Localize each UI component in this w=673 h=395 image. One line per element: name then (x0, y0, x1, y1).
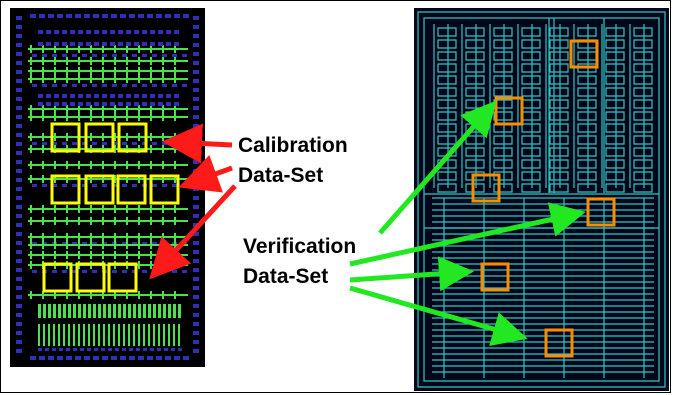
verification-box (494, 96, 524, 126)
calibration-box (107, 262, 138, 293)
calibration-arrow (162, 123, 233, 164)
verification-arrow (378, 100, 497, 235)
verification-arrow (349, 256, 474, 292)
calibration-label-line2: Data-Set (238, 164, 324, 187)
calibration-arrow (178, 154, 233, 193)
verification-arrow (349, 285, 528, 346)
verification-label-line1: Verification (243, 235, 357, 258)
calibration-box (116, 174, 147, 205)
verification-box (569, 39, 599, 69)
calibration-box (117, 122, 148, 153)
verification-arrow (349, 202, 586, 267)
verification-box (471, 173, 501, 203)
calibration-box (84, 174, 115, 205)
calibration-box (50, 174, 81, 205)
verification-box (480, 262, 510, 292)
calibration-box (50, 122, 81, 153)
verification-label-line2: Data-Set (243, 265, 329, 288)
calibration-box (42, 262, 73, 293)
calibration-box (84, 122, 115, 153)
verification-box (586, 197, 616, 227)
verification-layout-image (414, 8, 669, 391)
verification-box (544, 328, 574, 358)
calibration-box (149, 174, 180, 205)
calibration-label-line1: Calibration (238, 134, 348, 157)
calibration-box (75, 262, 106, 293)
calibration-arrow (149, 184, 237, 280)
